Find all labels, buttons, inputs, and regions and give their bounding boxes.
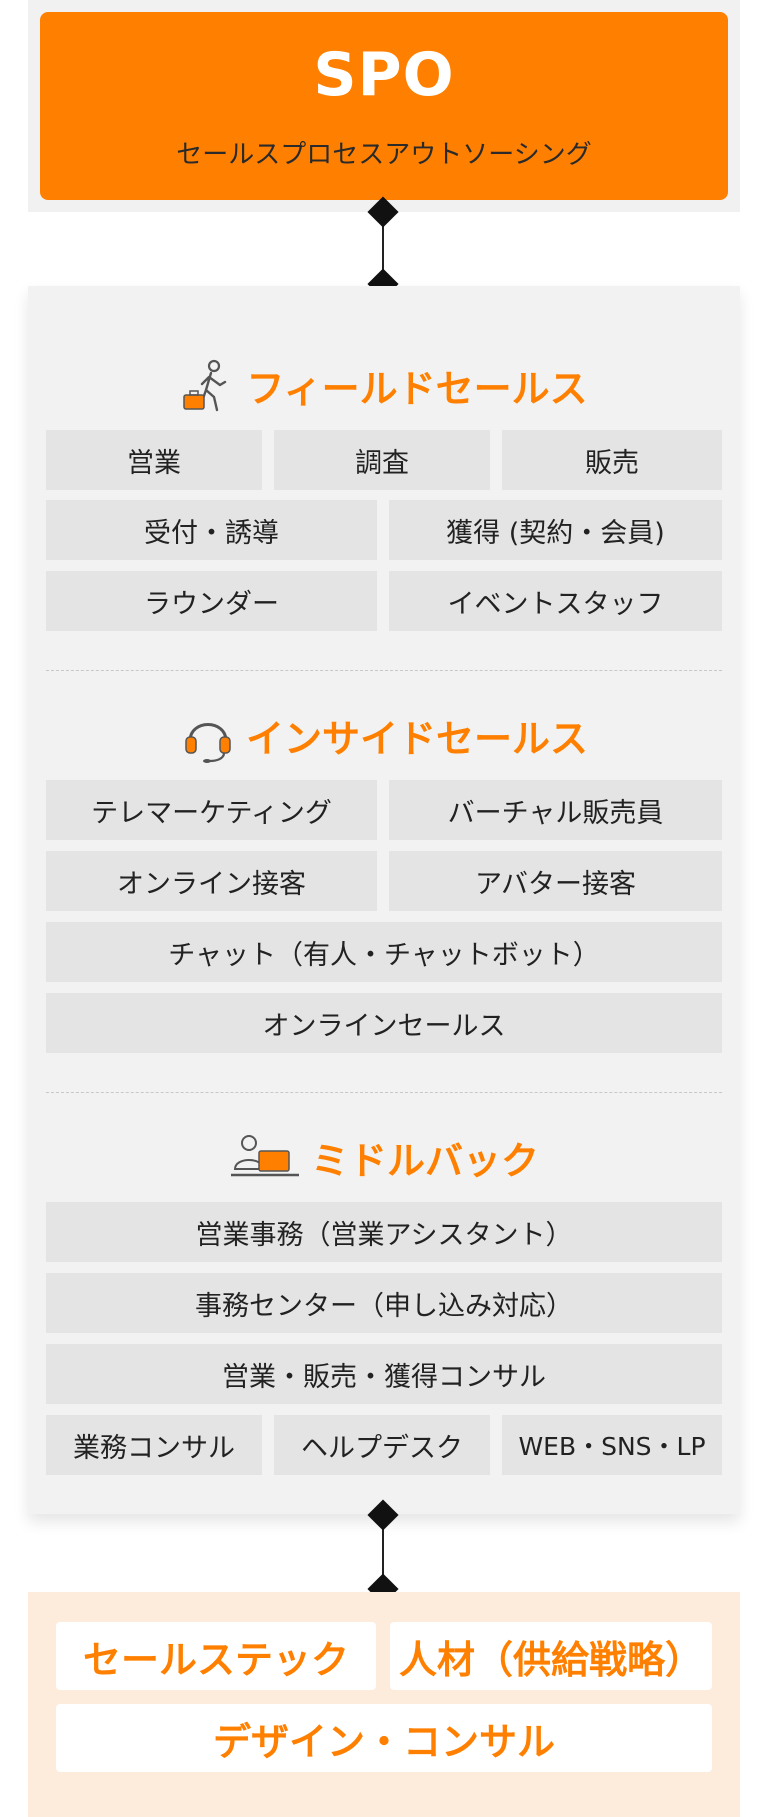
related-service-item: セールステック (56, 1622, 376, 1690)
connector-line-bottom (382, 1514, 384, 1592)
services-panel: フィールドセールス 営業 調査 販売 受付・誘導 獲得 (契約・会員) ラウンダ… (28, 286, 740, 1514)
field-sales-item: 営業 (46, 430, 262, 490)
field-sales-item: 調査 (274, 430, 490, 490)
inside-sales-item: オンライン接客 (46, 851, 377, 911)
section-divider (46, 1092, 722, 1093)
field-sales-title: フィールドセールス (246, 366, 588, 411)
inside-sales-item: チャット（有人・チャットボット） (46, 922, 722, 982)
middle-back-item: 事務センター（申し込み対応） (46, 1273, 722, 1333)
walking-person-with-briefcase-icon (183, 359, 227, 412)
inside-sales-item: アバター接客 (389, 851, 722, 911)
spo-title: SPO (313, 40, 455, 110)
middle-back-heading: ミドルバック (28, 1122, 740, 1192)
inside-sales-item: バーチャル販売員 (389, 780, 722, 840)
spo-header: SPO セールスプロセスアウトソーシング (40, 12, 728, 200)
inside-sales-heading: インサイドセールス (28, 700, 740, 770)
headset-icon (185, 723, 231, 763)
field-sales-item: 獲得 (契約・会員) (389, 500, 722, 560)
field-sales-item: イベントスタッフ (389, 571, 722, 631)
inside-sales-title: インサイドセールス (245, 716, 588, 761)
inside-sales-item: オンラインセールス (46, 993, 722, 1053)
field-sales-item: 受付・誘導 (46, 500, 377, 560)
inside-sales-item: テレマーケティング (46, 780, 377, 840)
related-service-item: 人材（供給戦略） (390, 1622, 712, 1690)
spo-subtitle: セールスプロセスアウトソーシング (176, 140, 592, 170)
middle-back-item: 業務コンサル (46, 1415, 262, 1475)
related-services-area: セールステック 人材（供給戦略） デザイン・コンサル (28, 1592, 740, 1817)
middle-back-item: WEB・SNS・LP (502, 1415, 722, 1475)
middle-back-item: 営業・販売・獲得コンサル (46, 1344, 722, 1404)
person-at-laptop-icon (230, 1135, 299, 1177)
field-sales-item: ラウンダー (46, 571, 377, 631)
middle-back-item: ヘルプデスク (274, 1415, 490, 1475)
related-service-item: デザイン・コンサル (56, 1704, 712, 1772)
section-divider (46, 670, 722, 671)
middle-back-item: 営業事務（営業アシスタント） (46, 1202, 722, 1262)
field-sales-item: 販売 (502, 430, 722, 490)
middle-back-title: ミドルバック (310, 1138, 539, 1183)
field-sales-heading: フィールドセールス (28, 350, 740, 420)
connector-line-top (382, 212, 384, 286)
